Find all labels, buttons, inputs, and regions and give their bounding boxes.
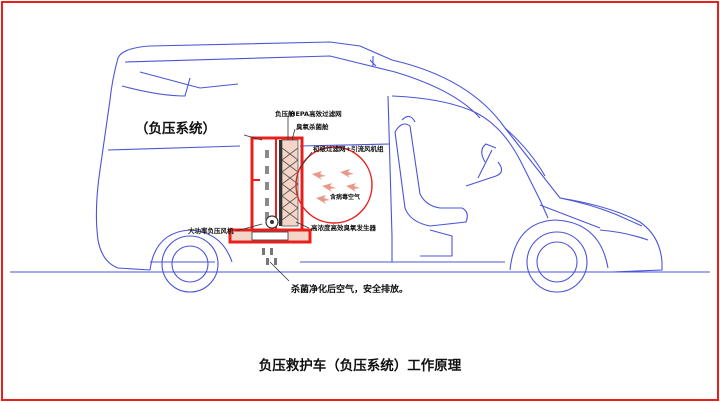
contaminated-air-zone <box>295 146 373 224</box>
internal-air-marks <box>265 150 269 220</box>
callout-negative-chamber: 负压舱 <box>275 109 295 118</box>
hepa-filter-grid <box>281 139 299 227</box>
callout-contaminated-air: 含病毒空气 <box>330 193 360 201</box>
negative-pressure-unit <box>228 136 312 265</box>
callout-high-power-fan: 大功率负压风机 <box>188 226 234 235</box>
callout-hepa-filter: HEPA高效过滤网 <box>290 109 342 118</box>
system-label: （负压系统） <box>135 120 216 137</box>
callout-exhaust: 杀菌净化后空气，安全排放。 <box>291 283 408 295</box>
vehicle-outline <box>95 41 663 293</box>
callout-ozone-generator: 高浓度高效臭氧发生器 <box>311 223 377 232</box>
callout-primary-filter-fan: 初级过滤网+引流风机组 <box>313 144 384 153</box>
exhaust-marks <box>262 248 277 265</box>
leader-lines <box>235 116 313 282</box>
callout-ozone-killing: 臭氧杀菌舱 <box>296 122 329 131</box>
diagram-title: 负压救护车（负压系统）工作原理 <box>259 357 462 374</box>
